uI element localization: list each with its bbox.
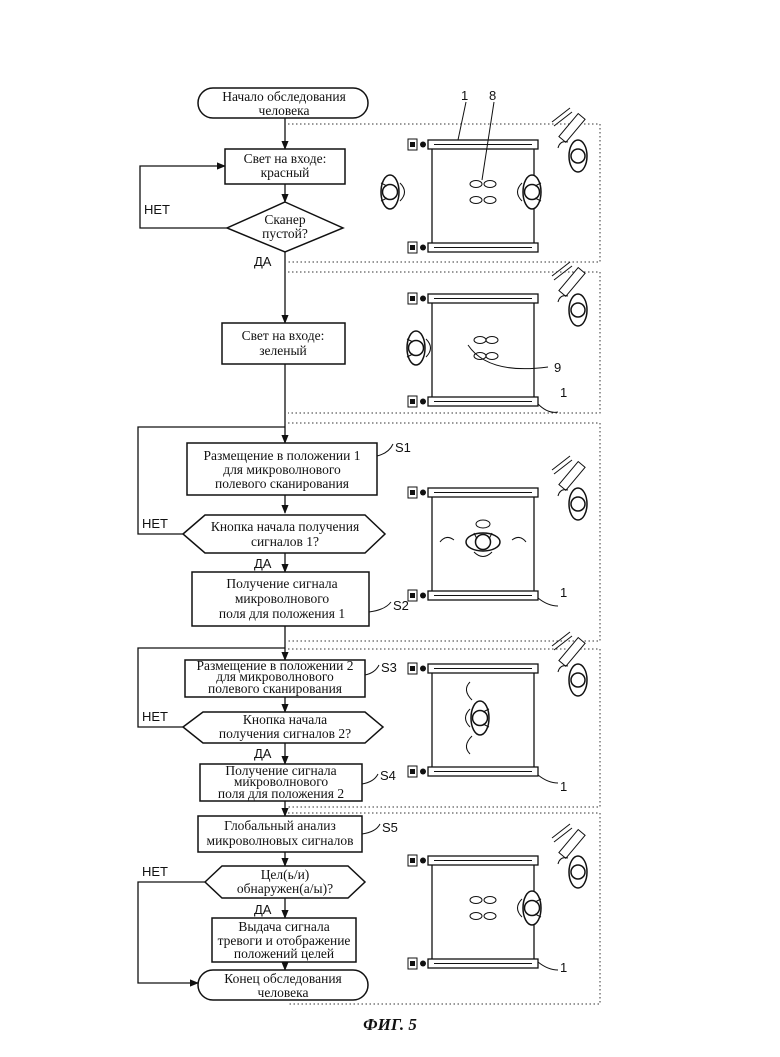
ref-9: 9 (554, 360, 561, 375)
label-s2: S2 (393, 598, 409, 613)
label-no-3: НЕТ (142, 709, 168, 724)
node-end: Конец обследования человека (198, 970, 368, 1000)
step-s5-analysis-line1: Глобальный анализ (224, 818, 336, 833)
node-light-green-line2: зеленый (259, 343, 307, 358)
step-s2-acquire-line3: поля для положения 1 (219, 606, 345, 621)
step-s3-place: Размещение в положении 2 для микроволнов… (185, 658, 365, 697)
decision-s3-button: Кнопка начала получения сигналов 2? (183, 712, 383, 743)
node-light-red-line2: красный (261, 165, 310, 180)
ref-8: 8 (489, 88, 496, 103)
decision-target-detected: Цел(ь/и) обнаружен(а/ы)? (205, 866, 365, 898)
step-s3-place-line3: полевого сканирования (208, 681, 342, 696)
label-yes-2: ДА (254, 556, 272, 571)
step-s5-analysis-line2: микроволновых сигналов (207, 833, 354, 848)
step-s4-acquire: Получение сигнала микроволнового поля дл… (200, 763, 362, 801)
ref-1-scene1: 1 (461, 88, 468, 103)
step-alarm-line1: Выдача сигнала (238, 919, 329, 934)
scene-3 (408, 456, 587, 601)
step-alarm: Выдача сигнала тревоги и отображение пол… (212, 918, 356, 962)
decision-s1-button-line1: Кнопка начала получения (211, 519, 359, 534)
scene-5 (408, 824, 587, 969)
node-end-line2: человека (258, 985, 309, 1000)
label-s3: S3 (381, 660, 397, 675)
decision-s3-button-line2: получения сигналов 2? (219, 726, 351, 741)
label-s1: S1 (395, 440, 411, 455)
label-s5: S5 (382, 820, 398, 835)
decision-s3-button-line1: Кнопка начала (243, 712, 327, 727)
decision-scanner-empty-line2: пустой? (262, 226, 308, 241)
node-start: Начало обследования человека (198, 88, 368, 118)
node-light-red-line1: Свет на входе: (244, 151, 327, 166)
step-s2-acquire: Получение сигнала микроволнового поля дл… (192, 572, 369, 626)
decision-target-detected-line1: Цел(ь/и) (261, 867, 310, 882)
step-s2-acquire-line1: Получение сигнала (226, 576, 337, 591)
step-alarm-line3: положений целей (234, 946, 334, 961)
step-s1-place-line3: полевого сканирования (215, 476, 349, 491)
node-start-line1: Начало обследования (222, 89, 346, 104)
node-light-red: Свет на входе: красный (225, 149, 345, 184)
node-start-line2: человека (259, 103, 310, 118)
step-s4-acquire-line3: поля для положения 2 (218, 786, 344, 801)
ref-1-scene4: 1 (560, 779, 567, 794)
decision-scanner-empty: Сканер пустой? (227, 202, 343, 252)
node-light-green-line1: Свет на входе: (242, 328, 325, 343)
ref-1-scene3: 1 (560, 585, 567, 600)
node-light-green: Свет на входе: зеленый (222, 323, 345, 364)
figure-caption: ФИГ. 5 (363, 1015, 417, 1034)
label-yes-4: ДА (254, 902, 272, 917)
step-s5-analysis: Глобальный анализ микроволновых сигналов (198, 816, 362, 852)
scene-4 (408, 632, 587, 777)
scene-1 (381, 108, 587, 253)
decision-s1-button-line2: сигналов 1? (251, 534, 319, 549)
step-s1-place-line2: для микроволнового (223, 462, 341, 477)
label-s4: S4 (380, 768, 396, 783)
label-yes-3: ДА (254, 746, 272, 761)
decision-scanner-empty-line1: Сканер (264, 212, 306, 227)
label-yes-1: ДА (254, 254, 272, 269)
label-no-4: НЕТ (142, 864, 168, 879)
ref-1-scene2: 1 (560, 385, 567, 400)
step-s2-acquire-line2: микроволнового (235, 591, 330, 606)
ref-1-scene5: 1 (560, 960, 567, 975)
label-no-2: НЕТ (142, 516, 168, 531)
step-s1-place-line1: Размещение в положении 1 (203, 448, 360, 463)
step-s1-place: Размещение в положении 1 для микроволнов… (187, 443, 377, 495)
node-end-line1: Конец обследования (224, 971, 342, 986)
decision-target-detected-line2: обнаружен(а/ы)? (237, 881, 333, 896)
decision-s1-button: Кнопка начала получения сигналов 1? (183, 515, 385, 553)
label-no-1: НЕТ (144, 202, 170, 217)
